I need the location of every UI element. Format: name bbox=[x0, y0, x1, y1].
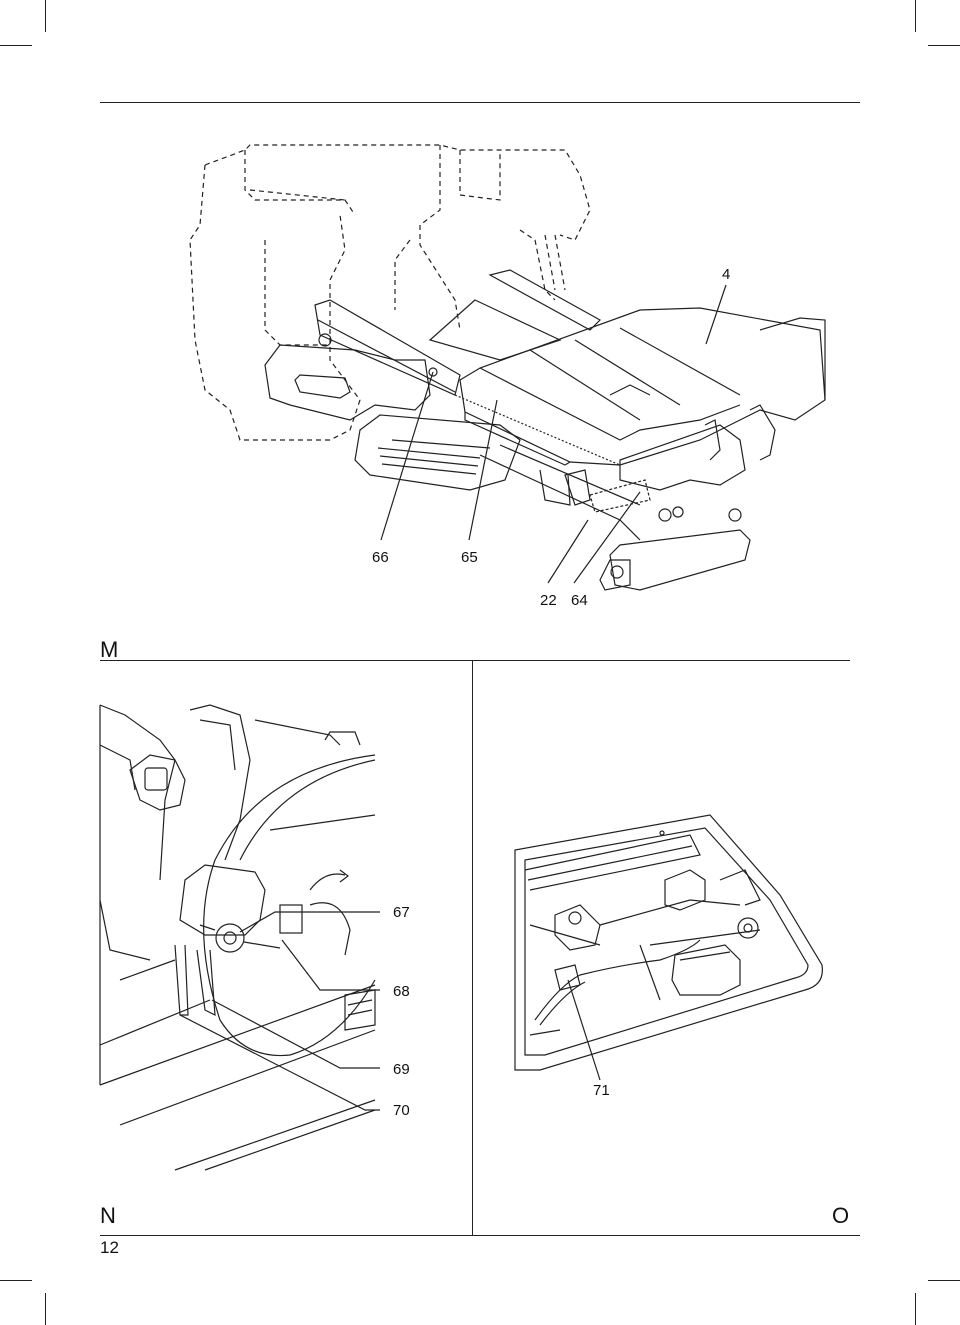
callout-69: 69 bbox=[393, 1061, 410, 1078]
figure-m-illustration bbox=[189, 144, 826, 591]
callout-22: 22 bbox=[540, 592, 557, 609]
crop-mark-bottom-left-v bbox=[45, 1293, 46, 1325]
crop-mark-top-right-h bbox=[928, 45, 960, 46]
callout-68: 68 bbox=[393, 983, 410, 1000]
figure-n-illustration bbox=[99, 704, 380, 1171]
crop-mark-top-left-h bbox=[0, 45, 32, 46]
crop-mark-top-right-v bbox=[915, 0, 916, 32]
callout-4: 4 bbox=[722, 266, 731, 283]
callout-65: 65 bbox=[461, 549, 478, 566]
callout-66: 66 bbox=[372, 549, 389, 566]
figure-o-illustration bbox=[514, 814, 823, 1081]
figure-o-label: O bbox=[832, 1203, 850, 1228]
footer-rule bbox=[100, 1235, 860, 1236]
crop-mark-top-left-v bbox=[45, 0, 46, 32]
page-number: 12 bbox=[100, 1238, 119, 1257]
figure-m-rule bbox=[100, 660, 850, 661]
header-rule bbox=[100, 102, 860, 103]
callout-64: 64 bbox=[571, 592, 588, 609]
callout-67: 67 bbox=[393, 904, 410, 921]
figure-m-label: M bbox=[100, 637, 119, 662]
figure-n-label: N bbox=[100, 1203, 116, 1228]
panel-divider bbox=[472, 660, 473, 1235]
callout-71: 71 bbox=[593, 1082, 610, 1099]
crop-mark-bottom-right-h bbox=[928, 1280, 960, 1281]
crop-mark-bottom-left-h bbox=[0, 1280, 32, 1281]
crop-mark-bottom-right-v bbox=[915, 1293, 916, 1325]
callout-70: 70 bbox=[393, 1102, 410, 1119]
